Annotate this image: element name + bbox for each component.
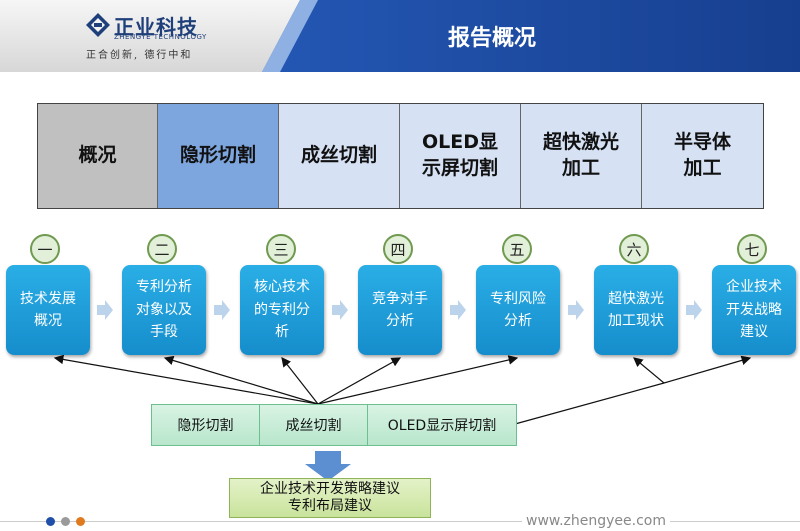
tab-label: 隐形切割 (179, 144, 256, 167)
tab-label: OLED显 示屏切割 (421, 131, 498, 179)
logo-icon (86, 13, 110, 37)
tab-semiconductor[interactable]: 半导体 加工 (642, 104, 763, 208)
dot-icon (76, 517, 85, 526)
result-line-strategy: 企业技术开发策略建议 (260, 480, 400, 497)
result-line-patent-layout: 专利布局建议 (288, 498, 372, 514)
step-number-badge: 二 (147, 234, 177, 264)
tab-overview[interactable]: 概况 (38, 104, 158, 208)
category-tabs: 概况 隐形切割 成丝切割 OLED显 示屏切割 超快激光 加工 半导体 加工 (37, 103, 764, 209)
tab-stealth-cutting[interactable]: 隐形切割 (158, 104, 279, 208)
footer-divider (0, 521, 800, 522)
connector-line (633, 357, 665, 384)
step-number-badge: 一 (30, 234, 60, 264)
tab-label: 半导体 加工 (673, 131, 731, 179)
arrow-right-icon (97, 300, 113, 320)
step-box-patent-analysis-object[interactable]: 专利分析 对象以及 手段 (122, 265, 206, 355)
bottom-tab-label: OLED显示屏切割 (387, 418, 497, 434)
connector-line (53, 354, 319, 405)
arrow-right-icon (214, 300, 230, 320)
connector-line (317, 355, 519, 405)
step-box-competitor-analysis[interactable]: 竞争对手 分析 (358, 265, 442, 355)
connector-line (163, 355, 319, 405)
step-number-badge: 三 (266, 234, 296, 264)
connector-line (663, 355, 752, 384)
step-number-badge: 六 (619, 234, 649, 264)
tab-filament-cutting[interactable]: 成丝切割 (279, 104, 400, 208)
step-box-patent-risk[interactable]: 专利风险 分析 (476, 265, 560, 355)
result-box: 企业技术开发策略建议 专利布局建议 (229, 478, 431, 518)
arrow-down-icon (305, 451, 351, 481)
step-label: 专利分析 对象以及 手段 (136, 279, 192, 341)
tab-ultrafast-laser[interactable]: 超快激光 加工 (521, 104, 642, 208)
step-label: 竞争对手 分析 (372, 290, 428, 329)
tab-label: 概况 (78, 144, 117, 167)
page-title: 报告概况 (447, 26, 536, 51)
connector-line (514, 382, 665, 425)
bottom-tab-oled-cutting[interactable]: OLED显示屏切割 (368, 405, 516, 445)
step-number-badge: 四 (383, 234, 413, 264)
arrow-right-icon (686, 300, 702, 320)
header-banner (0, 0, 800, 72)
step-label: 企业技术 开发战略 建议 (726, 279, 782, 341)
step-label: 专利风险 分析 (490, 290, 546, 329)
step-label: 超快激光 加工现状 (608, 290, 664, 329)
step-label: 核心技术 的专利分 析 (254, 279, 310, 341)
bottom-tab-label: 隐形切割 (177, 418, 234, 434)
arrow-right-icon (568, 300, 584, 320)
website-link[interactable]: www.zhengyee.com (522, 513, 670, 529)
dot-icon (61, 517, 70, 526)
logo-subtext: ZHENGYE TECHNOLOGY (114, 33, 207, 41)
tab-label: 超快激光 加工 (542, 131, 619, 179)
step-number-badge: 五 (502, 234, 532, 264)
step-box-strategy-advice[interactable]: 企业技术 开发战略 建议 (712, 265, 796, 355)
bottom-tab-filament-cutting[interactable]: 成丝切割 (260, 405, 368, 445)
arrow-right-icon (332, 300, 348, 320)
logo-text: 正业科技 (114, 15, 198, 39)
connector-line (317, 357, 402, 405)
header: 正业科技 ZHENGYE TECHNOLOGY 正合创新, 德行中和 报告概况 (0, 0, 800, 72)
dot-icon (46, 517, 55, 526)
connector-line (281, 357, 319, 405)
step-number-badge: 七 (737, 234, 767, 264)
step-box-core-tech-patents[interactable]: 核心技术 的专利分 析 (240, 265, 324, 355)
arrow-right-icon (450, 300, 466, 320)
step-box-ultrafast-status[interactable]: 超快激光 加工现状 (594, 265, 678, 355)
step-label: 技术发展 概况 (20, 290, 76, 329)
step-box-tech-overview[interactable]: 技术发展 概况 (6, 265, 90, 355)
bottom-tab-label: 成丝切割 (285, 418, 342, 434)
footer-dots (46, 517, 85, 526)
tab-label: 成丝切割 (300, 144, 377, 167)
slogan: 正合创新, 德行中和 (86, 50, 193, 61)
technology-tabs: 隐形切割 成丝切割 OLED显示屏切割 (151, 404, 517, 446)
bottom-tab-stealth-cutting[interactable]: 隐形切割 (152, 405, 260, 445)
tab-oled-cutting[interactable]: OLED显 示屏切割 (400, 104, 521, 208)
